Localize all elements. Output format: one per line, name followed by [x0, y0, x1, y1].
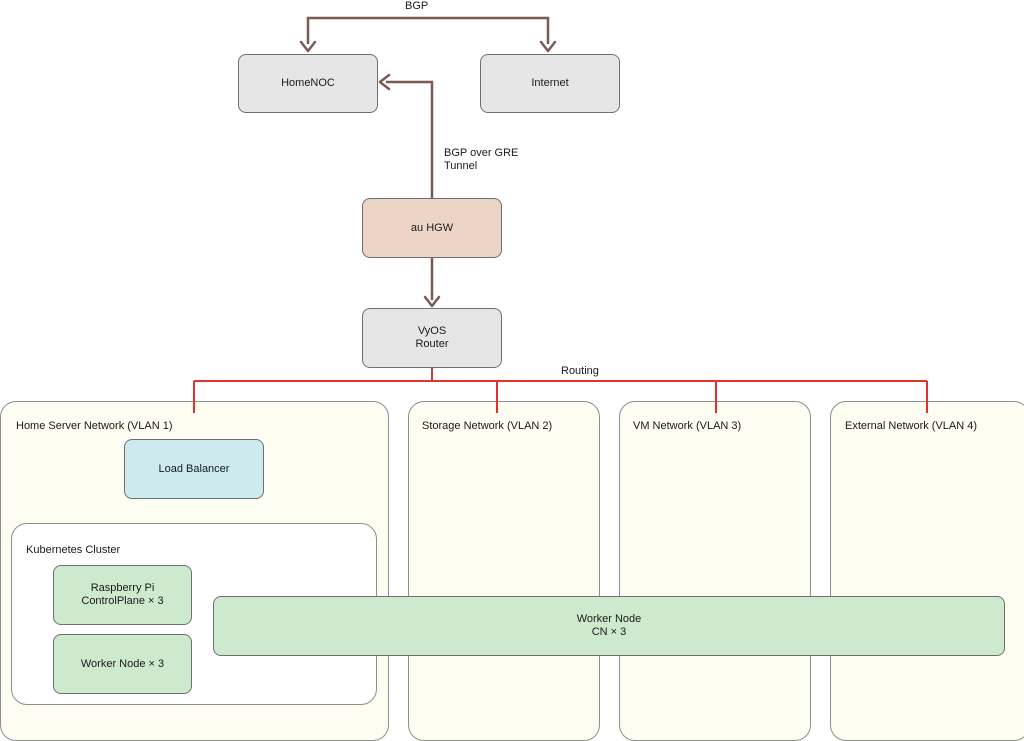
bgp-arrow-internet: [539, 40, 557, 53]
gre-label-line2: Tunnel: [444, 160, 478, 172]
gre-tunnel-link: [386, 80, 434, 198]
au-hgw-node: au HGW: [362, 198, 502, 258]
vyos-router-node: VyOS Router: [362, 308, 502, 368]
bgp-arrow-homenoc: [299, 40, 317, 53]
internet-node: Internet: [480, 54, 620, 113]
bgp-link: [306, 16, 550, 44]
worker-node-wide: Worker Node CN × 3: [213, 596, 1005, 656]
routing-label: Routing: [561, 365, 599, 377]
zone-vlan2: [408, 401, 600, 741]
homenoc-node: HomeNOC: [238, 54, 378, 113]
load-balancer-node: Load Balancer: [124, 439, 264, 499]
raspberry-pi-node: Raspberry Pi ControlPlane × 3: [53, 565, 192, 625]
worker-node-small-label: Worker Node × 3: [80, 657, 165, 670]
internet-label: Internet: [531, 77, 569, 89]
zone-vlan1-label: Home Server Network (VLAN 1): [16, 420, 173, 432]
gre-label-line1: BGP over GRE: [444, 147, 519, 159]
bgp-label: BGP: [405, 0, 429, 12]
vyos-label-line2: Router: [415, 338, 449, 350]
raspberry-pi-label-line1: Raspberry Pi: [90, 582, 155, 594]
load-balancer-label: Load Balancer: [158, 462, 230, 475]
worker-node-wide-label-line2: CN × 3: [591, 626, 627, 638]
zone-vlan4-label: External Network (VLAN 4): [845, 420, 978, 432]
worker-node-small: Worker Node × 3: [53, 634, 192, 694]
kubernetes-cluster-label: Kubernetes Cluster: [26, 544, 121, 556]
vyos-label-line1: VyOS: [417, 325, 447, 337]
zone-vlan3-label: VM Network (VLAN 3): [633, 420, 742, 432]
homenoc-label: HomeNOC: [281, 77, 335, 89]
au-hgw-label: au HGW: [410, 221, 454, 234]
gre-arrow-homenoc: [378, 73, 391, 91]
zone-vlan4: [830, 401, 1024, 741]
raspberry-pi-label-line2: ControlPlane × 3: [81, 595, 164, 607]
zone-vlan2-label: Storage Network (VLAN 2): [422, 420, 553, 432]
hgw-vyos-arrow: [423, 295, 441, 308]
worker-node-wide-label-line1: Worker Node: [576, 613, 642, 625]
